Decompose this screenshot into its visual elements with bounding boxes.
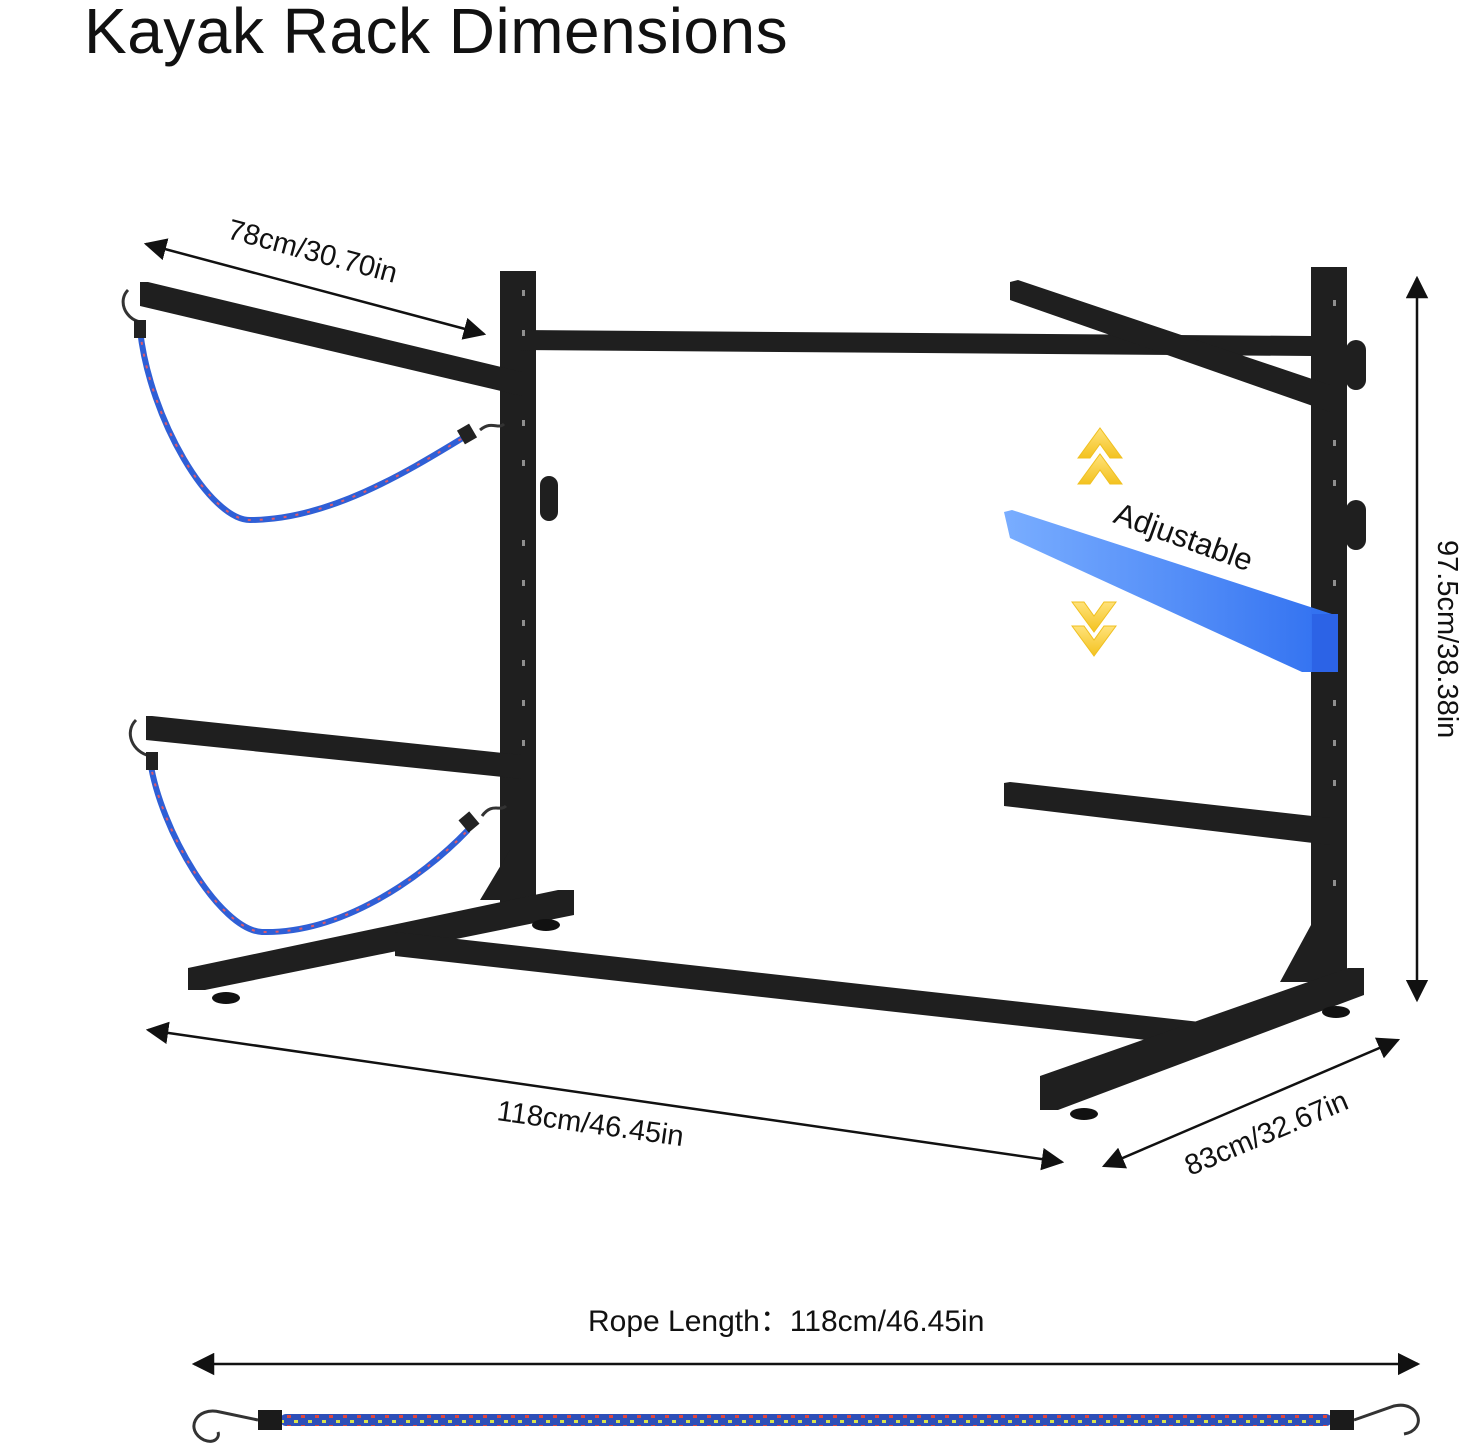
- left-foot: [188, 890, 574, 990]
- left-upper-arm: [140, 282, 522, 396]
- depth-label: 83cm/32.67in: [1180, 1085, 1353, 1182]
- height-label: 97.5cm/38.38in: [1431, 540, 1461, 738]
- depth-arrow: [1101, 1037, 1401, 1169]
- left-post: [500, 271, 536, 909]
- right-gusset: [1280, 925, 1311, 982]
- right-upper-arm: [1010, 280, 1330, 412]
- right-foot: [1040, 968, 1364, 1110]
- arm-length-arrow: [143, 238, 487, 340]
- post-holes: [522, 290, 1336, 886]
- width-arrow: [145, 1021, 1065, 1171]
- rope-end-cap-right: [1330, 1410, 1354, 1430]
- lower-bungee-strap: [128, 718, 508, 936]
- base-bar: [395, 932, 1200, 1046]
- top-crossbar: [520, 330, 1312, 356]
- bungee-rope: [192, 1403, 1420, 1443]
- arm-length-label: 78cm/30.70in: [224, 214, 400, 290]
- rope-end-cap-left: [258, 1410, 282, 1430]
- right-lower-arm: [1004, 782, 1330, 845]
- right-post-hook-lower: [1346, 500, 1366, 550]
- left-gusset: [480, 850, 510, 900]
- page-title: Kayak Rack Dimensions: [84, 0, 789, 67]
- adjustable-arm: [1004, 510, 1338, 672]
- rope-length-label: Rope Length：118cm/46.45in: [588, 1305, 985, 1338]
- rope-hook-right: [1353, 1403, 1420, 1436]
- left-post-hook: [540, 476, 558, 521]
- adjust-arrows-icon: [1071, 427, 1123, 657]
- rack-frame: [140, 267, 1366, 1120]
- right-post-hook-upper: [1346, 340, 1366, 390]
- rope-hook-left: [192, 1409, 259, 1443]
- left-lower-arm: [146, 716, 522, 779]
- upper-bungee-strap: [121, 288, 506, 524]
